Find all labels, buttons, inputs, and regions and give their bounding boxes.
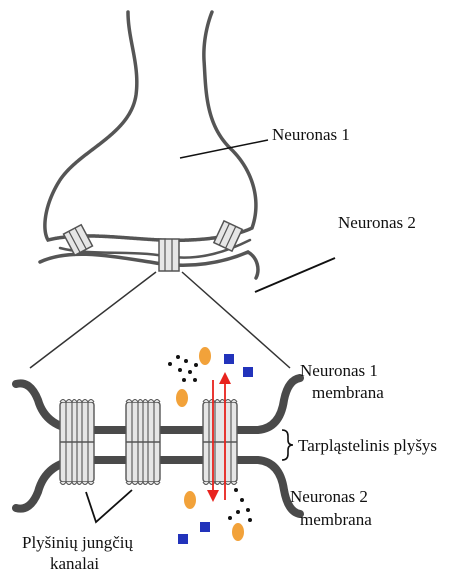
gap-bracket	[282, 430, 293, 460]
channels-label-line1: Plyšinių jungčių	[22, 533, 133, 552]
channels-label-line2: kanalai	[50, 554, 99, 573]
membrane-1-label-line1: Neuronas 1	[300, 361, 378, 380]
small-molecule-dots-bottom	[228, 488, 252, 522]
neuron-1-outline	[45, 12, 256, 240]
gap-junction-channel-3	[203, 400, 237, 485]
membrane-1-label-line2: membrana	[312, 383, 384, 402]
membrane-2-label-line1: Neuronas 2	[290, 487, 368, 506]
blue-ion	[224, 354, 234, 364]
small-molecule-dots-top	[168, 355, 198, 382]
zoom-line-right	[182, 272, 290, 368]
gap-junction-channel-1	[60, 400, 94, 485]
gap-label: Tarpląstelinis plyšys	[298, 436, 437, 455]
neuron-2-label: Neuronas 2	[338, 213, 416, 232]
connector-middle	[159, 239, 179, 271]
blue-ion	[200, 522, 210, 532]
blue-ion	[178, 534, 188, 544]
zoom-line-left	[30, 272, 156, 368]
orange-ion	[184, 491, 196, 509]
neuron-1-label: Neuronas 1	[272, 125, 350, 144]
blue-ion	[243, 367, 253, 377]
orange-ion	[176, 389, 188, 407]
gap-junction-channel-2	[126, 400, 160, 485]
orange-ion	[199, 347, 211, 365]
orange-ion	[232, 523, 244, 541]
membrane-2-label-line2: membrana	[300, 510, 372, 529]
neuron-2-pointer	[255, 258, 335, 292]
channels-pointer	[86, 490, 132, 522]
